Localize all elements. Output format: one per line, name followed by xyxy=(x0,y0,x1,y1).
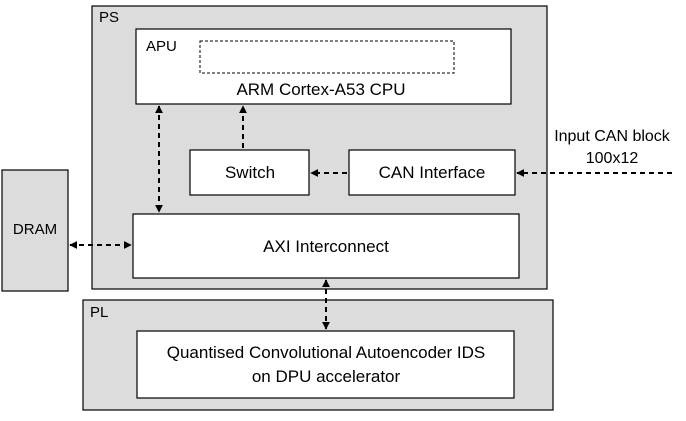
axi-interconnect-box xyxy=(132,213,520,279)
switch-box xyxy=(189,149,310,196)
input-label-line1: Input CAN block xyxy=(554,128,671,145)
input-label-line2: 100x12 xyxy=(586,150,639,167)
accelerator-line2: on DPU accelerator xyxy=(252,367,401,386)
accelerator-line1: Quantised Convolutional Autoencoder IDS xyxy=(167,343,485,362)
pl-label: PL xyxy=(90,304,108,321)
apu-placeholder-box xyxy=(199,40,455,74)
cpu-label: ARM Cortex-A53 CPU xyxy=(236,80,405,99)
apu-box xyxy=(135,28,512,105)
can-interface-label: CAN Interface xyxy=(379,163,486,182)
axi-interconnect-label: AXI Interconnect xyxy=(263,237,389,256)
switch-label: Switch xyxy=(225,163,275,182)
dram-label: DRAM xyxy=(13,221,57,238)
ps-label: PS xyxy=(99,9,119,26)
dram-block xyxy=(1,169,69,292)
can-interface-box xyxy=(348,149,516,196)
accelerator-box xyxy=(136,330,515,399)
apu-label: APU xyxy=(146,38,177,55)
